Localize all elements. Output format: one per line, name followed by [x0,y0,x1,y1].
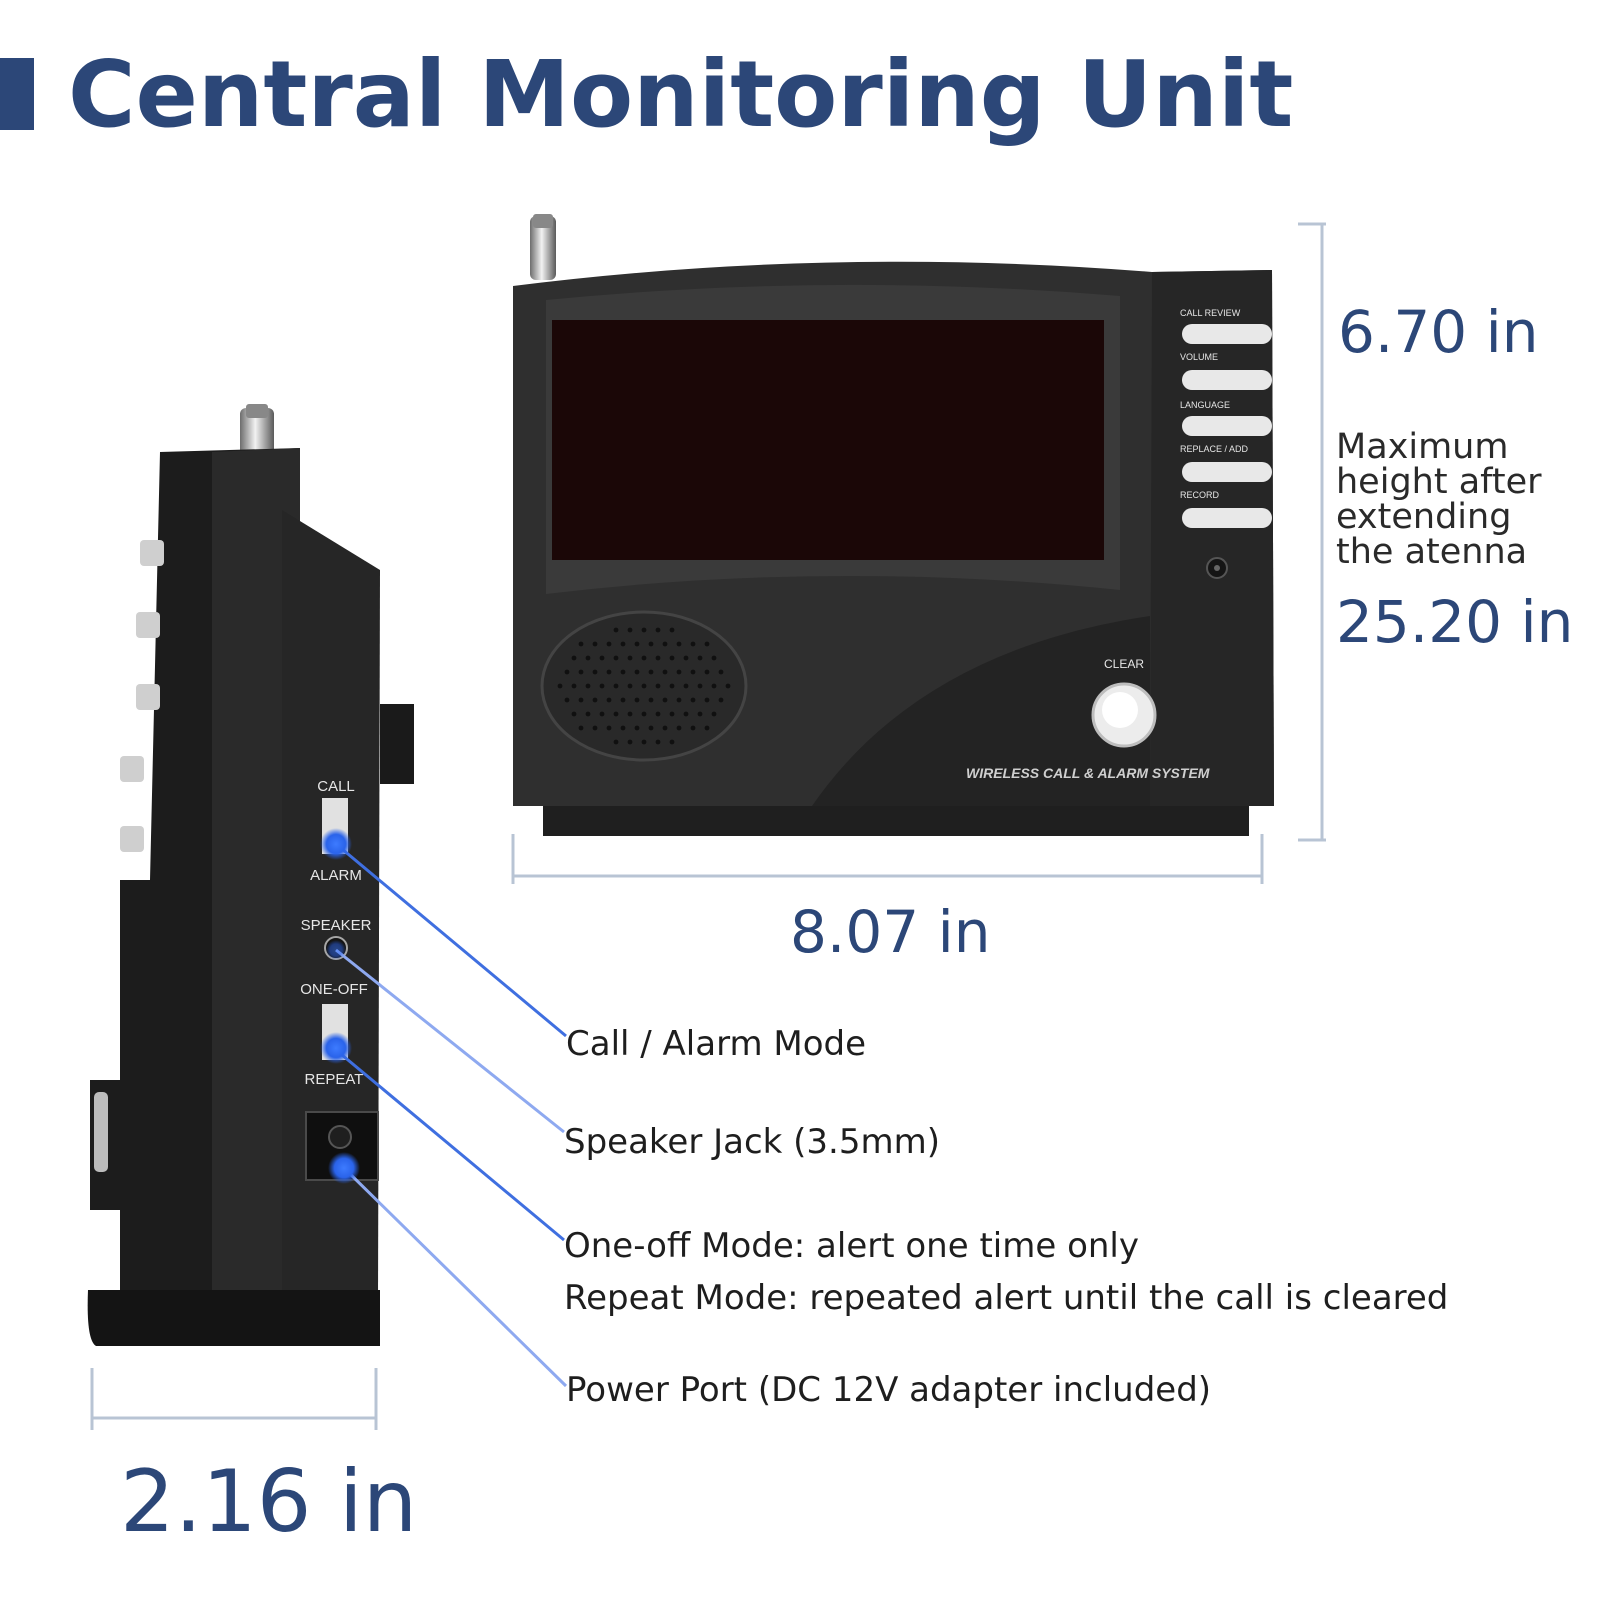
callout-call-alarm: Call / Alarm Mode [566,1024,867,1064]
volume-button[interactable] [1182,370,1272,390]
record-button[interactable] [1182,508,1272,528]
button-label-replace-add: REPLACE / ADD [1180,444,1249,454]
antenna [530,216,556,280]
callout-line-speaker-jack [335,948,565,1134]
language-button[interactable] [1182,416,1272,436]
height-note: Maximum height after extending the atenn… [1336,427,1542,572]
callout-line-call-alarm [335,842,567,1038]
side-antenna [240,408,274,456]
front-view-device: CALL REVIEW VOLUME LANGUAGE REPLACE / AD… [513,214,1274,836]
side-clip [380,704,414,784]
call-label: CALL [317,778,355,795]
depth-dimension-line [90,1368,378,1430]
callout-power-port: Power Port (DC 12V adapter included) [566,1370,1212,1410]
side-buttons: CALL REVIEW VOLUME LANGUAGE REPLACE / AD… [1180,308,1272,528]
max-height-dimension: 25.20 in [1336,588,1574,656]
height-dimension: 6.70 in [1338,298,1539,366]
one-off-label: ONE-OFF [300,981,368,998]
button-label-call-review: CALL REVIEW [1180,308,1241,318]
callout-line-one-off [335,1048,565,1242]
alarm-label: ALARM [310,867,362,884]
page-title: Central Monitoring Unit [68,41,1294,148]
callout-repeat: Repeat Mode: repeated alert until the ca… [564,1278,1449,1318]
title-accent-bar [0,58,34,130]
callout-dot-call-alarm [320,828,352,860]
width-dimension: 8.07 in [790,898,991,966]
callout-one-off: One-off Mode: alert one time only [564,1226,1139,1266]
call-review-button[interactable] [1182,324,1272,344]
button-label-volume: VOLUME [1180,352,1218,362]
button-label-record: RECORD [1180,490,1220,500]
depth-dimension: 2.16 in [120,1452,418,1552]
callout-dot-power [328,1152,360,1184]
width-dimension-line [511,834,1264,884]
side-view-device: CALL ALARM SPEAKER ONE-OFF REPEAT [87,404,414,1346]
replace-add-button[interactable] [1182,462,1272,482]
dimension-lines [90,222,1326,1430]
callout-line-power [342,1166,568,1388]
brand-text: WIRELESS CALL & ALARM SYSTEM [966,765,1210,781]
front-base [543,806,1249,836]
side-button-nubs [94,540,164,1172]
height-dimension-line [1298,222,1326,842]
side-front-body [282,510,380,1300]
side-base [87,1290,381,1346]
callout-dot-speaker [326,940,346,960]
button-label-language: LANGUAGE [1180,400,1230,410]
callout-lines [320,828,568,1388]
display-screen [552,320,1104,560]
callout-speaker-jack: Speaker Jack (3.5mm) [564,1122,940,1162]
speaker-grille [540,610,748,762]
speaker-label: SPEAKER [301,917,372,934]
repeat-label: REPEAT [305,1071,364,1088]
callout-dot-one-off [320,1032,352,1064]
callout-mode: One-off Mode: alert one time only Repeat… [564,1220,1448,1324]
clear-label: CLEAR [1104,657,1144,671]
